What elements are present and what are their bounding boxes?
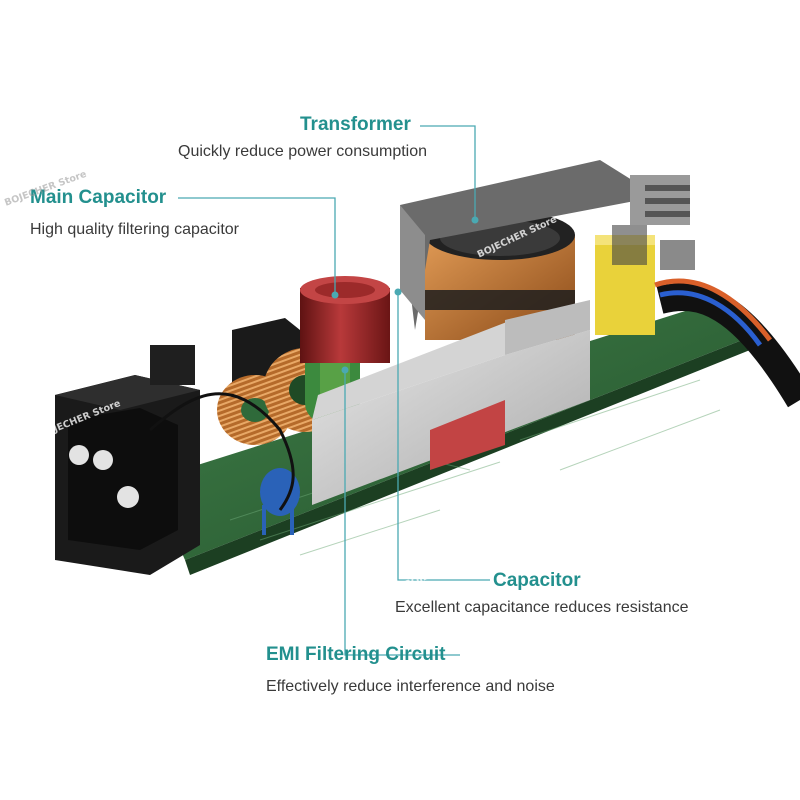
- capacitor-desc: Excellent capacitance reduces resistance: [395, 599, 689, 616]
- x-capacitor: [595, 225, 655, 335]
- transformer-title: Transformer: [300, 114, 411, 135]
- transformer-desc: Quickly reduce power consumption: [178, 143, 428, 160]
- ac-socket: [55, 345, 200, 575]
- output-cable: [654, 278, 800, 408]
- metal-shield: [312, 160, 640, 505]
- emi-desc: Effectively reduce interference and nois…: [266, 678, 555, 695]
- main-capacitor-desc: High quality filtering capacitor: [30, 221, 239, 238]
- main-capacitor: [300, 276, 390, 363]
- y-capacitor: [260, 468, 300, 535]
- leader-lines: [178, 125, 490, 656]
- main-capacitor-title: Main Capacitor: [30, 187, 167, 208]
- capacitor-title: Capacitor: [493, 570, 581, 591]
- output-port: [630, 175, 695, 270]
- emi-title: EMI Filtering Circuit: [266, 644, 446, 665]
